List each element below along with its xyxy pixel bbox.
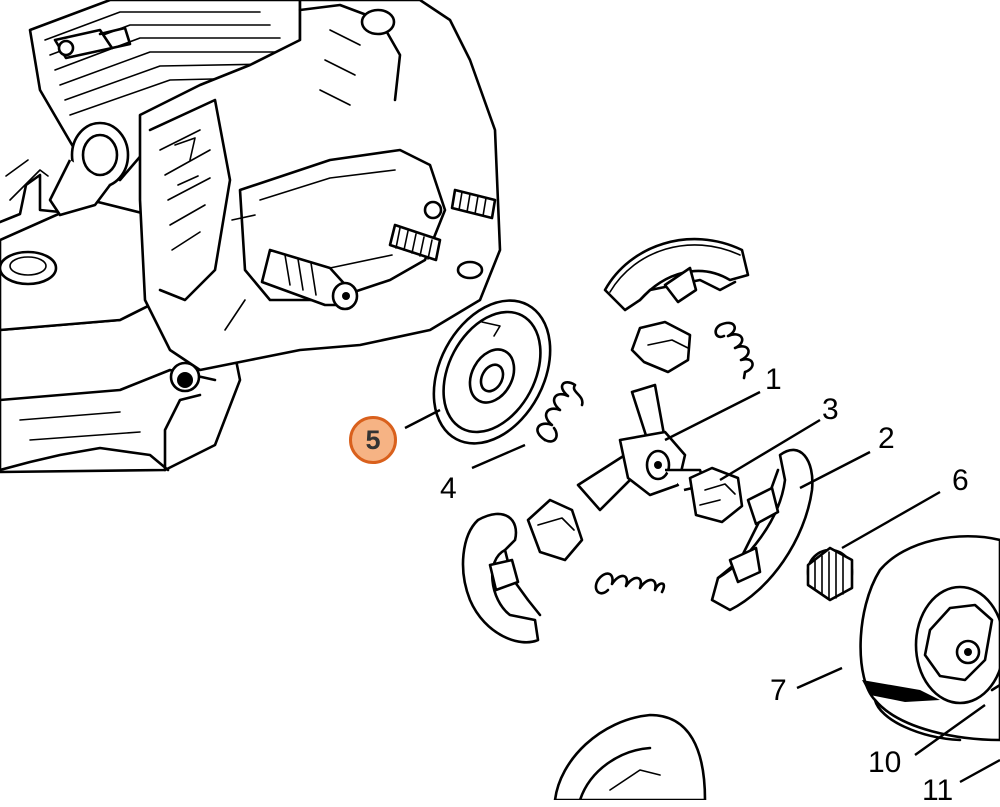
callout-4[interactable]: 4	[440, 472, 457, 505]
callout-3[interactable]: 3	[822, 393, 839, 426]
part-1-clutch-hub	[576, 383, 707, 512]
callout-1[interactable]: 1	[765, 363, 782, 396]
part-2-clutch-shoe	[710, 448, 814, 612]
clutch-block-lower	[526, 498, 584, 562]
callout-2[interactable]: 2	[878, 422, 895, 455]
spring-top-right	[714, 321, 754, 380]
spring-lower	[594, 572, 666, 595]
leader-lines	[404, 390, 1000, 784]
part-3-block	[688, 466, 744, 524]
part-7-clutch-drum	[859, 534, 1000, 742]
callout-11[interactable]: 11	[922, 774, 954, 807]
part-6-needle-cage	[806, 546, 854, 602]
part-5-washer	[432, 299, 552, 445]
engine-housing	[0, 0, 502, 474]
clutch-shoe-top	[603, 237, 750, 312]
clutch-block-top	[630, 320, 692, 374]
part-4-spring	[536, 381, 584, 443]
callout-7[interactable]: 7	[770, 674, 787, 707]
callout-10[interactable]: 10	[868, 746, 902, 779]
clutch-shoe-lower-left	[461, 512, 542, 644]
callout-6[interactable]: 6	[952, 464, 969, 497]
callout-5-highlight[interactable]: 5	[349, 416, 397, 464]
part-10-sprocket	[553, 713, 707, 800]
